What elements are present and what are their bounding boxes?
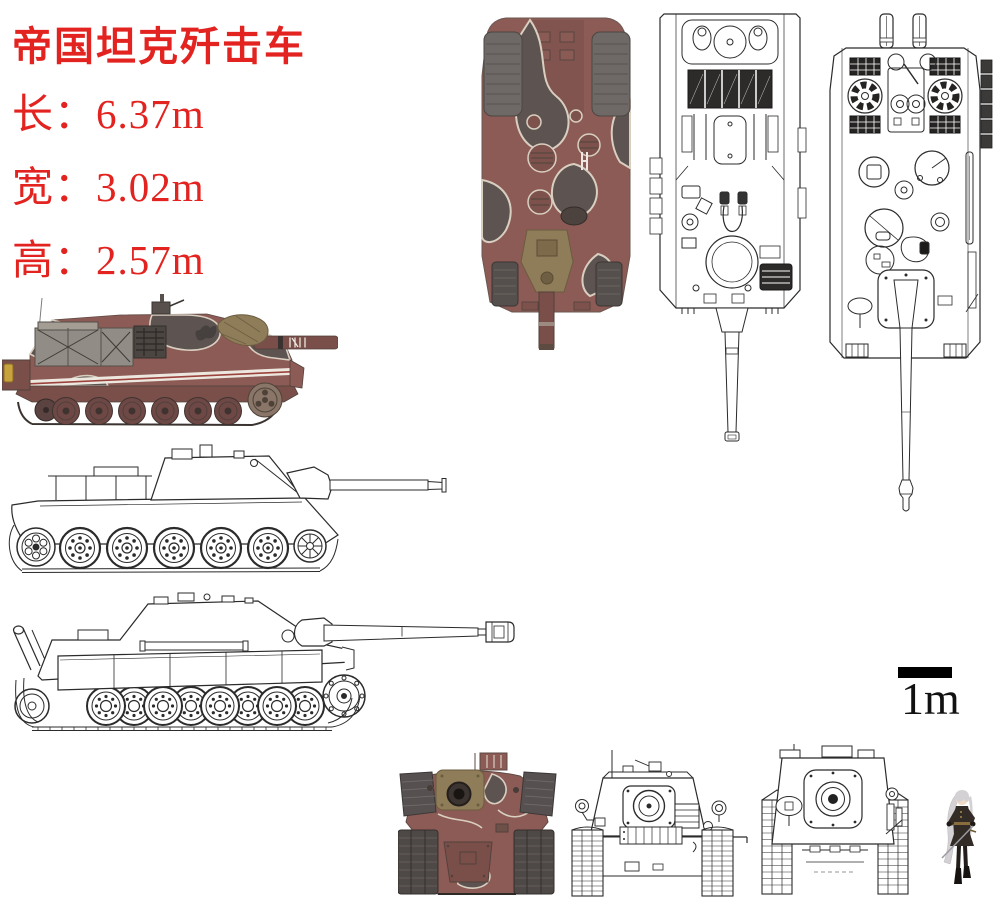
white-stripe: [30, 368, 290, 387]
gun-barrel: [538, 291, 555, 350]
rear-hatch: [803, 769, 863, 829]
scale-figure-character: [930, 786, 992, 892]
sword: [941, 825, 974, 859]
jagdpanther-top-view: [816, 12, 994, 515]
casemate: [150, 455, 305, 501]
tracks: [398, 829, 555, 895]
grille-panel: [133, 325, 167, 359]
road-wheels: [34, 397, 242, 425]
gun: [286, 466, 447, 500]
tracks: [571, 826, 734, 897]
gun-mount: [520, 229, 574, 293]
spare-track-links: [980, 59, 993, 149]
hair-top: [955, 789, 970, 802]
idler-wheel: [293, 529, 327, 563]
exhaust-pipes: [879, 13, 927, 49]
gun: [877, 269, 953, 512]
toolbox: [674, 803, 700, 829]
grille: [687, 69, 773, 109]
upper-track-pods: [399, 771, 557, 817]
jagdpanther-side-view: [2, 592, 520, 750]
exhaust-pipe: [12, 625, 47, 671]
muzzle-brake: [485, 621, 515, 643]
su100-top-view: [648, 8, 812, 445]
imperial-td-top-view: [478, 4, 636, 357]
boot-right: [963, 866, 971, 878]
imperial-td-side-view: [2, 290, 338, 430]
lower-hull: [802, 845, 868, 873]
engine-deck: [847, 53, 963, 134]
drive-sprocket: [322, 674, 366, 718]
arm-left: [948, 808, 958, 826]
casemate-roof: [847, 150, 979, 328]
track: [8, 524, 339, 573]
white-marking: [581, 152, 588, 170]
roof-mount: [151, 294, 185, 315]
arm-right: [966, 808, 975, 826]
gun-mantlet: [435, 769, 485, 811]
spec-length: 长：6.37m: [12, 91, 205, 137]
stowage-crates: [34, 321, 134, 367]
gun: [715, 307, 749, 442]
belt: [954, 822, 970, 825]
muzzle-brake: [898, 479, 914, 512]
coat-skirt: [950, 834, 974, 846]
casemate-roof: [681, 185, 793, 304]
roof-fittings: [77, 592, 254, 641]
su100-side-view: [2, 443, 450, 579]
flag-mount: [474, 752, 508, 771]
boot-left: [954, 868, 962, 884]
page-title: 帝国坦克歼击车: [12, 24, 306, 69]
scale-bar-label: 1m: [901, 673, 960, 724]
hair-front: [966, 796, 973, 847]
tracks: [491, 261, 623, 307]
road-wheels: [86, 686, 325, 726]
scale-bar: [898, 667, 952, 678]
torso: [953, 806, 971, 834]
spec-height: 高：2.57m: [12, 237, 205, 283]
roof-fittings: [171, 444, 258, 467]
spec-width: 宽：3.02m: [12, 164, 205, 210]
fuel-tank-rack: [649, 127, 807, 235]
camo-pattern: [481, 18, 631, 298]
front-plate: [443, 841, 493, 883]
jagdpanther-rear-view: [744, 742, 926, 900]
cleaning-rod-tube: [139, 640, 249, 652]
engine-fans: [847, 78, 963, 114]
road-wheels: [58, 526, 290, 570]
side-skirt: [57, 649, 323, 691]
leg-right: [963, 846, 968, 868]
insignia: [195, 325, 217, 341]
spare-track-rack: [619, 826, 683, 845]
gun-mantlet: [622, 785, 676, 829]
drive-sprocket: [16, 527, 56, 567]
leg-left: [956, 846, 961, 870]
gun: [281, 617, 515, 647]
imperial-td-front-view: [398, 744, 562, 902]
su100-front-view: [565, 744, 755, 902]
track: [15, 677, 361, 731]
drive-sprocket: [247, 382, 283, 418]
handrail-rack: [48, 466, 152, 500]
gun-barrel: [253, 335, 338, 350]
rear-box: [2, 359, 31, 391]
engine-deck: [681, 19, 779, 65]
